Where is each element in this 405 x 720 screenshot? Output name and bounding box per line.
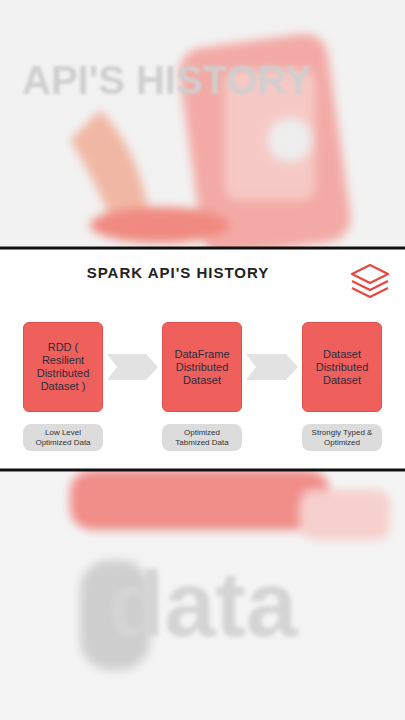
node-text: DataFrame Distributed Dataset (172, 348, 232, 387)
node-text: Low Level Optimized Data (31, 428, 95, 448)
api-box: Dataset Distributed Dataset (302, 322, 382, 412)
panel (0, 248, 405, 470)
note-pill: Strongly Typed & Optimized (302, 424, 382, 451)
watermark-text: API'S HISTORY (22, 58, 312, 103)
node-text: Strongly Typed & Optimized (310, 428, 374, 448)
chevron-arrow (246, 354, 298, 380)
blurred-illustration (70, 470, 390, 670)
watermark-text: data (108, 552, 297, 657)
node-text: Dataset Distributed Dataset (312, 348, 372, 387)
panel-border (0, 469, 405, 472)
note-pill: Low Level Optimized Data (23, 424, 103, 451)
api-box: RDD ( Resilient Distributed Dataset ) (23, 322, 103, 412)
panel-border (0, 247, 405, 250)
databricks-logo (352, 265, 388, 297)
note-pill: Optimized Tabmized Data (162, 424, 242, 451)
diagram-title: SPARK API'S HISTORY (0, 264, 356, 281)
node-text: Optimized Tabmized Data (170, 428, 234, 448)
chevron-arrow (107, 354, 158, 380)
api-box: DataFrame Distributed Dataset (162, 322, 242, 412)
node-text: RDD ( Resilient Distributed Dataset ) (33, 341, 93, 393)
